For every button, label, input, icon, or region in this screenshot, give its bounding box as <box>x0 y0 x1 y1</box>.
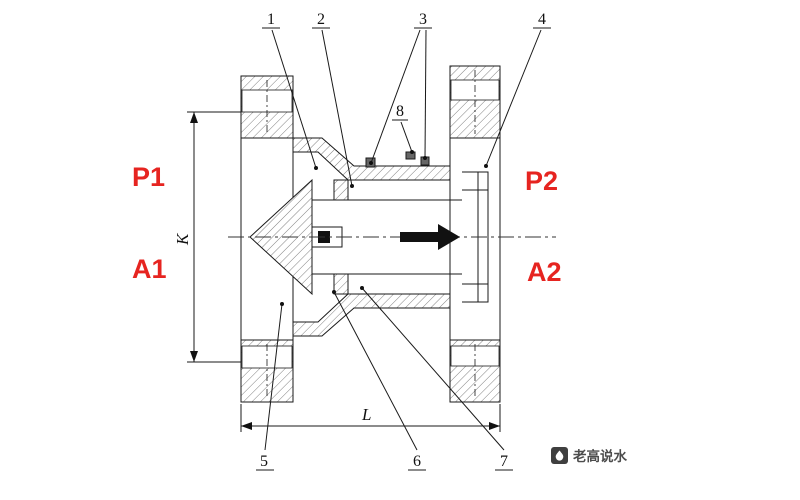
callout-8: 8 <box>396 103 404 120</box>
port-label-a1: A1 <box>132 254 167 284</box>
callout-2: 2 <box>317 11 325 28</box>
valve-body <box>292 137 462 337</box>
port-label-p1: P1 <box>132 162 165 192</box>
dimension-l: L <box>240 404 501 432</box>
leader-item3a <box>370 29 421 164</box>
leader-item6 <box>333 291 418 451</box>
callout-7: 7 <box>500 453 508 470</box>
callout-1: 1 <box>267 11 275 28</box>
callout-numbers: 1 2 3 4 8 5 6 7 <box>256 11 551 471</box>
callout-6: 6 <box>413 453 421 470</box>
leader-item7 <box>361 287 505 451</box>
port-label-p2: P2 <box>525 166 558 196</box>
right-flange <box>449 65 501 403</box>
port-label-a2: A2 <box>527 257 562 287</box>
leader-item8 <box>400 121 413 153</box>
valve-seat-upper <box>333 179 349 201</box>
flow-direction-arrow <box>400 224 460 250</box>
leader-item1 <box>271 29 317 169</box>
left-flange <box>240 75 294 403</box>
dimension-k-label: K <box>173 232 192 246</box>
callout-5: 5 <box>260 453 268 470</box>
body-lower-wall <box>292 293 451 337</box>
callout-3: 3 <box>419 11 427 28</box>
leader-item3b <box>424 29 427 159</box>
leader-item4 <box>485 29 542 167</box>
callout-4: 4 <box>538 11 546 28</box>
leader-dots <box>280 150 488 306</box>
port-labels: P1 A1 P2 A2 <box>132 162 562 287</box>
leader-item2 <box>321 29 353 187</box>
leader-lines <box>264 29 542 451</box>
watermark: 老高说水 <box>551 447 627 464</box>
leader-item5 <box>264 303 283 451</box>
dimension-k: K <box>173 111 241 363</box>
water-drop-icon <box>555 450 564 461</box>
dimension-l-label: L <box>361 405 371 424</box>
body-upper-wall <box>292 137 451 181</box>
valve-seat-lower <box>333 273 349 295</box>
watermark-text: 老高说水 <box>573 448 627 464</box>
